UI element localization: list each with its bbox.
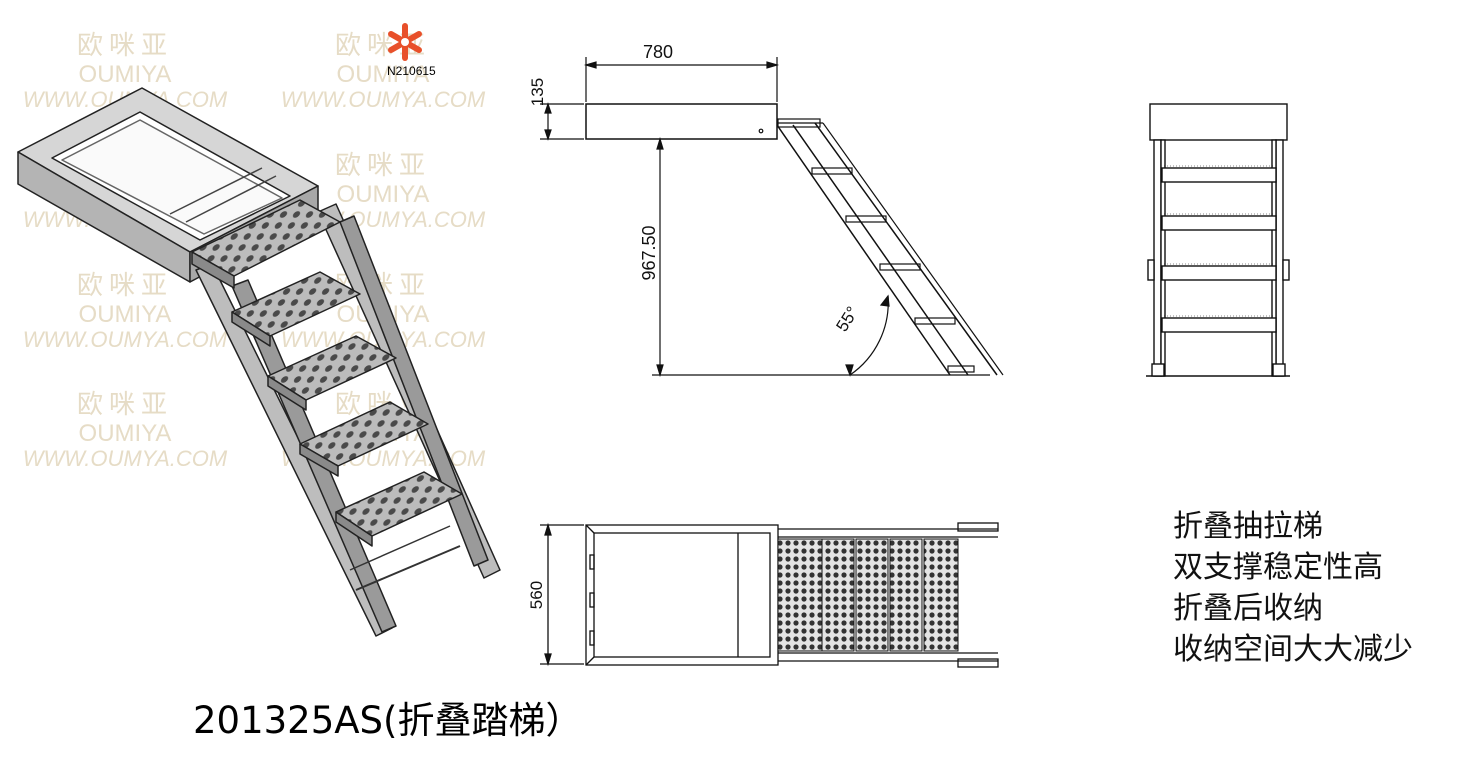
watermark-5: 欧咪亚 OUMIYA WWW.OUMYA.COM (268, 33, 498, 111)
watermark-4: 欧咪亚 OUMIYA WWW.OUMYA.COM (10, 392, 240, 470)
watermark-url: WWW.OUMYA.COM (280, 87, 486, 112)
dimension-height-total: 967.50 (639, 225, 659, 280)
watermark-brand-cn: 欧咪亚 (76, 271, 173, 301)
feature-item: 双支撑稳定性高 (1173, 550, 1383, 585)
feature-item: 折叠后收纳 (1173, 591, 1323, 626)
watermark-brand-cn: 欧咪亚 (76, 31, 173, 61)
dimension-angle: 55° (832, 303, 862, 335)
model-label: 201325AS(折叠踏梯） (193, 699, 583, 742)
feature-item: 收纳空间大大减少 (1173, 632, 1413, 667)
watermark-brand-en: OUMIYA (336, 61, 430, 88)
plan-view-drawing: 560 (527, 522, 999, 668)
dimension-width-top: 780 (643, 42, 673, 62)
watermark-brand-en: OUMIYA (78, 61, 172, 88)
ladder-3d-view (17, 87, 501, 637)
watermark-brand-cn: 欧咪亚 (334, 151, 431, 181)
product-code: N210615 (387, 64, 436, 78)
watermark-brand-en: OUMIYA (78, 420, 172, 447)
watermark-3: 欧咪亚 OUMIYA WWW.OUMYA.COM (10, 273, 240, 351)
watermark-url: WWW.OUMYA.COM (22, 446, 228, 471)
dimension-height-box: 135 (528, 78, 547, 106)
feature-item: 折叠抽拉梯 (1173, 509, 1323, 544)
watermark-brand-cn: 欧咪亚 (76, 390, 173, 420)
feature-list: 折叠抽拉梯 双支撑稳定性高 折叠后收纳 收纳空间大大减少 (1173, 506, 1413, 670)
watermark-brand-en: OUMIYA (78, 301, 172, 328)
logo-asterisk-icon (388, 23, 422, 61)
watermark-url: WWW.OUMYA.COM (22, 327, 228, 352)
dimension-width-plan: 560 (527, 581, 546, 609)
watermark-brand-en: OUMIYA (336, 181, 430, 208)
front-elevation-drawing (1146, 103, 1290, 377)
